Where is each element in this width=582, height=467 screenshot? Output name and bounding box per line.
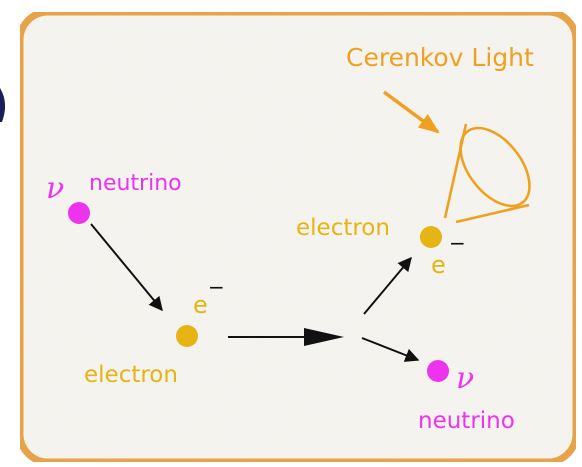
cerenkov-pointer-arrow xyxy=(382,90,440,134)
incoming-neutrino-arrow xyxy=(90,223,163,312)
target-electron-dot xyxy=(176,325,198,347)
outgoing-neutrino-symbol: ν xyxy=(456,361,474,396)
outgoing-neutrino-dot xyxy=(427,360,449,382)
target-electron-label: electron xyxy=(84,362,178,388)
incoming-neutrino-label: neutrino xyxy=(89,171,182,196)
outgoing-neutrino-arrow xyxy=(361,337,420,362)
outgoing-electron-label: electron xyxy=(296,215,390,241)
interaction-arrowhead xyxy=(304,328,344,346)
left-edge-fragment xyxy=(0,88,6,122)
cerenkov-light-label: Cerenkov Light xyxy=(346,43,534,72)
outgoing-neutrino-label: neutrino xyxy=(418,408,515,434)
outgoing-electron-symbol: e xyxy=(431,251,446,279)
outgoing-electron-superscript: − xyxy=(449,231,466,255)
outgoing-electron-arrow xyxy=(363,256,412,315)
incoming-neutrino-symbol: ν xyxy=(46,171,64,206)
outgoing-electron-dot xyxy=(420,226,442,248)
cerenkov-cone-rim xyxy=(459,126,531,208)
incoming-neutrino-dot xyxy=(68,202,90,224)
cerenkov-cone-side-lower xyxy=(455,203,530,224)
target-electron-superscript: − xyxy=(208,275,225,299)
target-electron-symbol: e xyxy=(193,291,208,319)
cerenkov-cone xyxy=(443,123,531,224)
cerenkov-cone-side-upper xyxy=(443,123,468,219)
